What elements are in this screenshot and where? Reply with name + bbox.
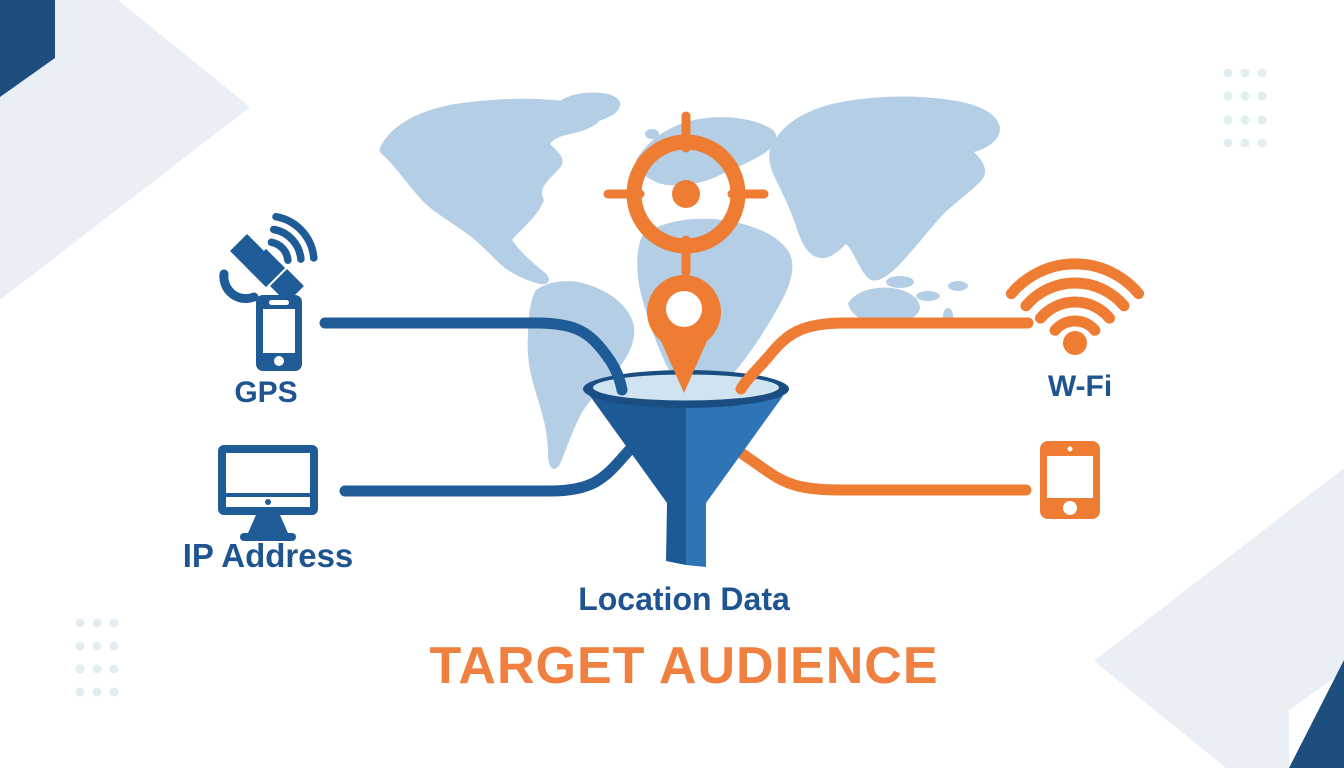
corner-triangle-bottom-right-icon — [1289, 660, 1344, 768]
location-pin-icon — [647, 275, 721, 393]
chevron-band-top-left — [0, 0, 250, 300]
island — [886, 276, 914, 288]
continent-asia — [769, 96, 1000, 281]
dot-grid-bottom-left — [75, 618, 119, 697]
tablet-connector-line — [720, 436, 1032, 496]
wifi-connector-line — [735, 317, 1034, 395]
tablet-icon — [1040, 441, 1100, 519]
funnel-cone-left — [590, 396, 686, 565]
funnel-cone-right — [686, 396, 783, 567]
gps-connector-line — [319, 317, 628, 396]
dot-grid-top-right — [1223, 68, 1267, 148]
ip-address-label: IP Address — [182, 537, 354, 574]
continent-australia — [848, 287, 920, 324]
island — [970, 159, 980, 181]
ip-address-connector-line — [339, 412, 664, 497]
corner-triangle-top-left-icon — [0, 0, 55, 97]
chevron-band-bottom-right — [1094, 468, 1344, 768]
island — [916, 291, 940, 301]
continent-greenland — [554, 92, 621, 124]
smartphone-icon — [256, 295, 302, 371]
island — [948, 281, 968, 291]
target-audience-title: TARGET AUDIENCE — [429, 637, 939, 695]
gps-label: GPS — [234, 376, 298, 409]
continent-north-america — [379, 98, 601, 285]
satellite-icon — [219, 212, 318, 304]
wifi-signal-icon — [1005, 258, 1145, 355]
desktop-monitor-icon — [218, 445, 318, 541]
island — [645, 129, 659, 139]
location-data-label: Location Data — [578, 581, 790, 617]
target-crosshair-icon — [603, 111, 769, 277]
wifi-label: W-Fi — [1047, 370, 1113, 403]
